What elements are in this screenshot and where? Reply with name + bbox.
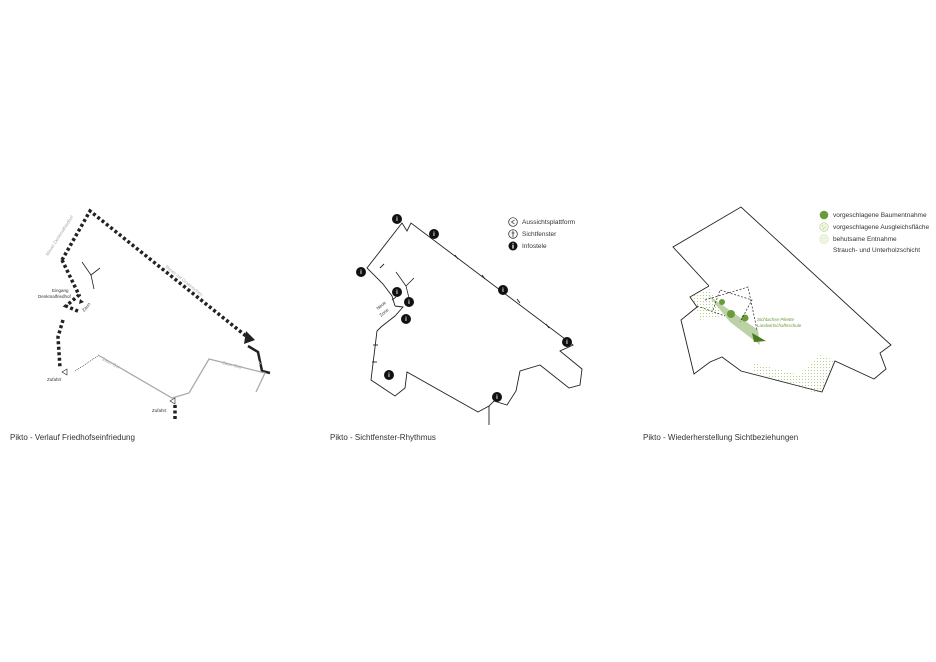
svg-text:Zaun Süd: Zaun Süd: [222, 360, 243, 370]
site-outline-3: [672, 206, 892, 393]
svg-text:i: i: [566, 340, 568, 346]
info-marker-icon: i: [404, 297, 414, 307]
info-marker-icon: i: [384, 370, 394, 380]
legend-item: Infostele: [508, 241, 575, 252]
legend-panel-3: vorgeschlagene Baumentnahme vorgeschlage…: [819, 210, 929, 257]
svg-text:i: i: [396, 217, 398, 223]
svg-text:i: i: [433, 232, 435, 238]
access-left-label: Zufahrt: [47, 377, 62, 382]
solid-wall-segment: [247, 344, 271, 375]
info-marker-icon: i: [392, 214, 402, 224]
tree-removal-icon: [819, 210, 829, 220]
viewing-platform-marker-icon: [395, 271, 415, 299]
viewing-platform-icon: [508, 217, 518, 227]
legend-label: vorgeschlagene Baumentnahme: [833, 212, 927, 219]
legend-panel-2: Aussichtsplattform Sichtfenster Infostel…: [508, 217, 575, 253]
legend-item: behutsame Entnahme Strauch- und Unterhol…: [819, 234, 929, 256]
tree-removal-icon: [727, 310, 735, 318]
sight-field-wedge: [708, 295, 760, 345]
compensation-area-icon: [819, 222, 829, 232]
thin-dotted-connector: [74, 355, 99, 372]
tree-removal-icon: [741, 314, 749, 322]
access-bottom-label: Zufahrt: [152, 408, 167, 413]
info-icon: [508, 241, 518, 251]
legend-item: Aussichtsplattform: [508, 217, 575, 228]
svg-text:i: i: [408, 300, 410, 306]
info-marker-icon: i: [401, 314, 411, 324]
svg-text:i: i: [405, 317, 407, 323]
svg-text:i: i: [360, 270, 362, 276]
sight-window-icon: [508, 229, 518, 239]
entrance-label-line1: Eingang: [52, 288, 69, 293]
info-marker-icon: i: [392, 287, 402, 297]
arrow-end-icon: [244, 331, 255, 344]
access-left-icon: [61, 368, 68, 376]
legend-label: behutsame Entnahme Strauch- und Unterhol…: [833, 236, 921, 254]
careful-removal-icon: [819, 234, 829, 244]
viewing-platform-icon: [81, 261, 101, 290]
entrance-arrow-icon: [79, 299, 84, 304]
enclosure-dotted-path: [56, 208, 248, 421]
svg-text:Mauer: Mauer: [252, 354, 263, 367]
info-marker-icon: i: [562, 337, 572, 347]
legend-item: vorgeschlagene Ausgleichsfläche: [819, 222, 929, 233]
legend-item: vorgeschlagene Baumentnahme: [819, 210, 929, 221]
site-outline-2: [366, 222, 583, 425]
svg-text:Sichtachse Pikette: Sichtachse Pikette: [757, 317, 795, 322]
legend-item: Sichtfenster: [508, 229, 575, 240]
access-bottom-icon: [169, 397, 176, 405]
tree-removal-icon: [719, 299, 725, 305]
compensation-area-bottom: [752, 363, 812, 392]
legend-label: vorgeschlagene Ausgleichsfläche: [833, 224, 930, 231]
svg-text:i: i: [496, 395, 498, 401]
entrance-label-line2: Denkmalfriedhof: [38, 294, 72, 299]
info-marker-icon: i: [429, 229, 439, 239]
svg-text:i: i: [396, 290, 398, 296]
legend-label: Aussichtsplattform: [522, 219, 576, 226]
compensation-area-right: [800, 355, 834, 392]
caption-panel-3: Pikto - Wiederherstellung Sichtbeziehung…: [643, 433, 799, 442]
sight-lines: [696, 286, 758, 331]
info-marker-icon: i: [356, 267, 366, 277]
svg-text:Zaun: Zaun: [81, 301, 92, 312]
svg-text:i: i: [502, 288, 504, 294]
svg-text:i: i: [388, 373, 390, 379]
info-marker-icon: i: [498, 285, 508, 295]
caption-panel-1: Pikto - Verlauf Friedhofseinfriedung: [10, 433, 135, 442]
svg-text:Landwirtschaftsschule: Landwirtschaftsschule: [757, 323, 802, 328]
legend-label: Sichtfenster: [522, 231, 557, 238]
gray-wall-path: [97, 354, 266, 399]
legend-label: Infostele: [522, 243, 547, 250]
info-marker-icon: i: [492, 392, 502, 402]
svg-text:Zone: Zone: [378, 307, 389, 318]
sight-window-ticks: [372, 254, 550, 363]
svg-text:Neue: Neue: [375, 300, 387, 311]
sight-arrow-head-icon: [752, 333, 766, 342]
info-markers: i i i i i i i i i i: [356, 214, 572, 402]
caption-panel-2: Pikto - Sichtfenster-Rhythmus: [330, 433, 436, 442]
